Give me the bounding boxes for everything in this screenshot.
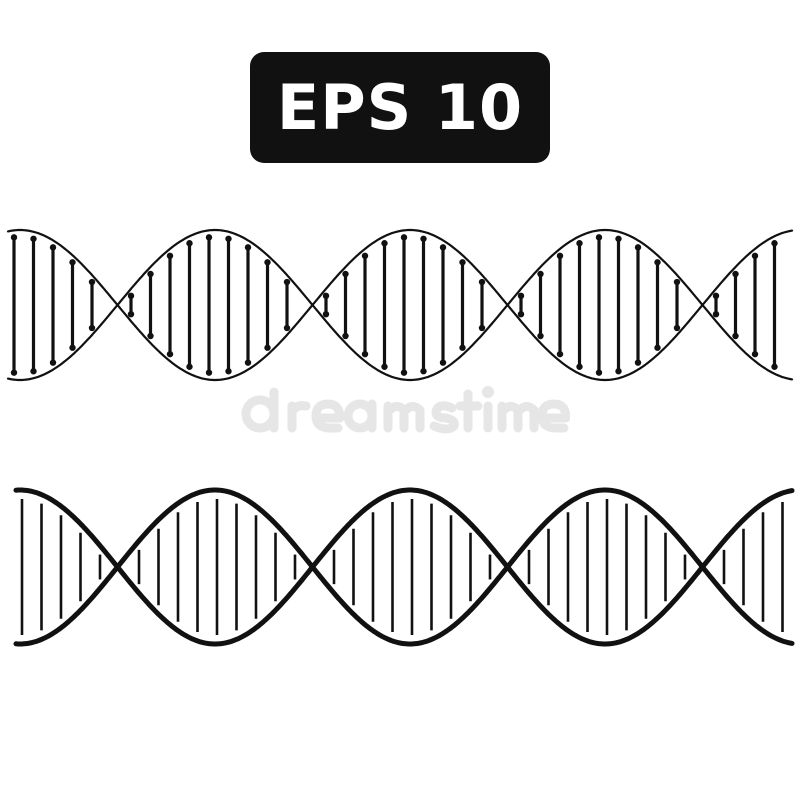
dna-helix-thin-base-pair-dot (537, 332, 544, 340)
dna-helix-thin-base-pair-dot (147, 332, 154, 340)
dna-helix-thin-base-pair-dot (205, 369, 213, 376)
dna-helix-bold-icon (13, 487, 795, 647)
watermark-logo (241, 386, 570, 434)
dna-helix-thin-base-pair-dot (127, 310, 135, 318)
dna-helix-thin-strand-1 (6, 228, 794, 382)
dna-helix-thin-base-pair-dot (283, 324, 291, 332)
dna-helix-thin-base-pair-dot (381, 240, 388, 247)
dna-helix-thin-base-pair-dot (186, 363, 193, 370)
dna-helix-thin-base-pair-dot (654, 344, 661, 351)
dna-helix-thin-base-pair-dot (459, 344, 466, 351)
dna-helix-thin-base-pair-dot (420, 368, 427, 375)
dna-helix-thin-base-pair-dot (244, 244, 252, 251)
dna-helix-thin-base-pair-dot (517, 292, 525, 300)
dna-helix-thin-strand-2 (6, 228, 794, 382)
dna-helix-thin-base-pair-dot (771, 363, 778, 370)
dna-helix-thin-base-pair-dot (400, 369, 408, 376)
dna-helix-thin-base-pair-dot (166, 252, 174, 260)
dna-helix-thin-base-pair-dot (69, 259, 76, 266)
dna-helix-thin-base-pair-dot (595, 234, 603, 241)
eps-badge-label: EPS 10 (276, 70, 524, 144)
dna-helix-thin-base-pair-dot (712, 292, 720, 300)
dna-helix-thin-base-pair-dot (634, 244, 642, 251)
dna-helix-thin-base-pair-dot (30, 368, 37, 375)
dna-helix-thin-base-pair-dot (751, 350, 759, 358)
dna-helix-thin-base-pair-dot (673, 278, 681, 286)
dna-helix-thin-base-pair-dot (361, 252, 369, 260)
dna-helix-thin-base-pair-dot (732, 270, 739, 278)
dna-helix-thin-base-pair-dot (556, 350, 564, 358)
dna-helix-thin-base-pair-dot (283, 278, 291, 286)
dna-helix-thin-base-pair-dot (205, 234, 213, 241)
dna-helix-thin-base-pair-dot (361, 350, 369, 358)
dna-helix-bold-strand-1 (13, 487, 795, 647)
dna-helix-thin-base-pair-dot (342, 332, 349, 340)
dna-helix-thin-base-pair-dot (576, 363, 583, 370)
dna-helix-thin-base-pair-dot (634, 359, 642, 366)
dna-helix-thin-base-pair-dot (10, 369, 18, 376)
dna-helix-thin-base-pair-dot (556, 252, 564, 260)
dna-helix-thin-base-pair-dot (342, 270, 349, 278)
dna-helix-bold-strand-2 (13, 487, 795, 647)
dna-helix-thin-base-pair-dot (127, 292, 135, 300)
dna-helix-thin-base-pair-dot (615, 368, 622, 375)
dna-helix-thin-base-pair-dot (517, 310, 525, 318)
dna-helix-thin-base-pair-dot (88, 278, 96, 286)
dna-helix-thin-base-pair-dot (732, 332, 739, 340)
dna-helix-thin-base-pair-dot (712, 310, 720, 318)
dna-helix-thin-base-pair-dot (537, 270, 544, 278)
dna-helix-thin-base-pair-dot (654, 259, 661, 266)
dna-helix-thin-base-pair-dot (147, 270, 154, 278)
dna-helix-thin-base-pair-dot (322, 310, 330, 318)
dna-helix-thin-base-pair-dot (381, 363, 388, 370)
dna-helix-thin-base-pair-dot (595, 369, 603, 376)
dna-helix-thin-base-pair-dot (49, 244, 57, 251)
dna-helix-thin-base-pair-dot (69, 344, 76, 351)
eps-badge: EPS 10 (250, 52, 550, 163)
dna-helix-thin-base-pair-dot (225, 368, 232, 375)
dna-helix-thin-base-pair-dot (478, 324, 486, 332)
dna-helix-thin-base-pair-dot (615, 235, 622, 242)
dna-helix-thin-base-pair-dot (576, 240, 583, 247)
dna-helix-thin-base-pair-dot (264, 344, 271, 351)
dna-helix-thin-base-pair-dot (771, 240, 778, 247)
dna-helix-thin-base-pair-dot (439, 359, 447, 366)
dna-helix-thin-base-pair-dot (49, 359, 57, 366)
dna-helix-thin-base-pair-dot (88, 324, 96, 332)
dna-helix-thin-base-pair-dot (10, 234, 18, 241)
dna-helix-thin-base-pair-dot (459, 259, 466, 266)
dna-helix-thin-icon (6, 228, 794, 382)
dna-helix-thin-base-pair-dot (186, 240, 193, 247)
dna-helix-thin-base-pair-dot (673, 324, 681, 332)
dna-helix-thin-base-pair-dot (225, 235, 232, 242)
dna-helix-thin-base-pair-dot (439, 244, 447, 251)
dna-helix-thin-base-pair-dot (244, 359, 252, 366)
dna-helix-thin-base-pair-dot (420, 235, 427, 242)
dna-helix-thin-base-pair-dot (264, 259, 271, 266)
dna-helix-thin-base-pair-dot (400, 234, 408, 241)
dna-helix-thin-base-pair-dot (166, 350, 174, 358)
dna-helix-thin-base-pair-dot (478, 278, 486, 286)
dna-helix-thin-base-pair-dot (30, 235, 37, 242)
dna-helix-thin-base-pair-dot (322, 292, 330, 300)
dna-helix-thin-base-pair-dot (751, 252, 759, 260)
